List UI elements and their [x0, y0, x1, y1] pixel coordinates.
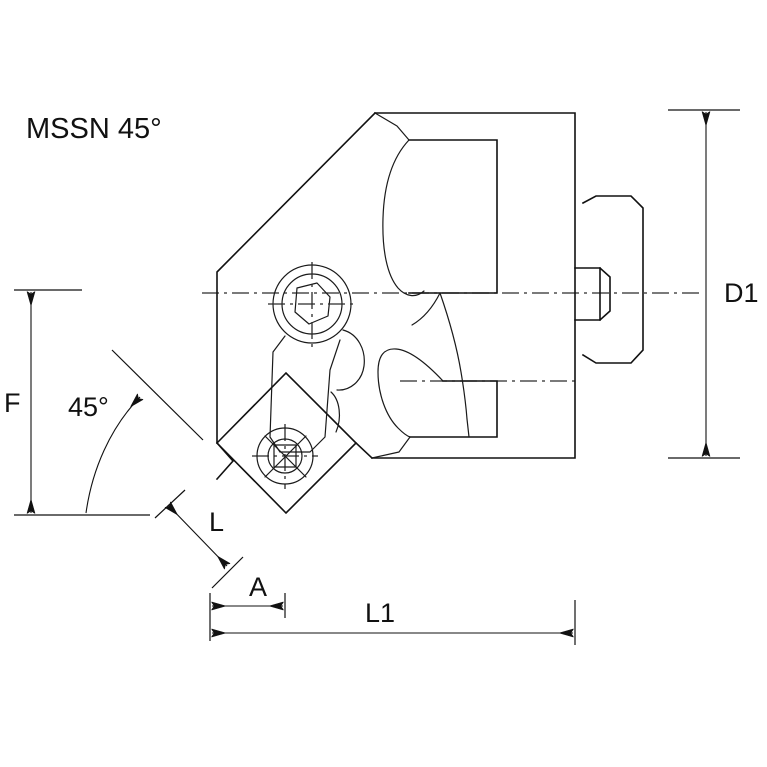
upper-pocket-rect: [408, 139, 498, 294]
lower-chip-pocket: [371, 348, 498, 459]
insert-socket-square: [273, 444, 297, 468]
clamp-screw-hex-socket: [294, 282, 331, 325]
clamp-screw-shank: [269, 335, 341, 453]
dimension-label-45deg: 45°: [68, 392, 109, 422]
dimension-angle-45: 45°: [68, 349, 204, 514]
dimension-label-a: A: [249, 572, 267, 602]
body-main-profile: [371, 112, 576, 459]
upper-pocket-radius-wall: [382, 139, 425, 297]
dimension-label-d1: D1: [724, 278, 759, 308]
insert-bore-outer: [256, 427, 314, 485]
dimension-label-l1: L1: [365, 598, 395, 628]
relief-curve-lower: [411, 292, 441, 326]
upper-pocket-inner-flank: [374, 112, 410, 141]
l-dim-line: [168, 505, 227, 566]
lower-pocket-rect: [409, 380, 498, 438]
dimension-f: F: [4, 289, 150, 516]
l-ext-upper: [154, 489, 186, 519]
pocket-relief-curves: [411, 292, 470, 438]
dimension-label-f: F: [4, 388, 21, 418]
centerlines-group: [202, 292, 700, 489]
dimension-d1: D1: [668, 109, 759, 459]
body-bottom-left-run: [354, 441, 374, 460]
dimension-l: L: [154, 489, 244, 589]
dimension-a: A: [209, 572, 286, 641]
lower-pocket-exit-chamfer: [371, 436, 411, 459]
relief-curve-upper: [439, 292, 468, 420]
dimension-label-l: L: [209, 507, 224, 537]
relief-vertical-break: [466, 418, 470, 438]
angle-arc: [85, 397, 140, 514]
insert-cross-b: [264, 435, 307, 478]
tool-body-outline: [215, 111, 576, 515]
dimension-l1: L1: [212, 598, 576, 645]
clamp-lever-lobe: [336, 329, 365, 391]
shank-drive-end: [574, 195, 644, 364]
square-insert: [256, 427, 314, 485]
angle-ref-line-diagonal: [111, 349, 204, 441]
clamp-lever-lower-lobe: [330, 391, 341, 433]
l-ext-lower: [211, 556, 244, 589]
lower-pocket-radius-wall: [377, 348, 444, 438]
shank-drive-flat: [574, 267, 611, 321]
shank-body-chamfered: [581, 195, 644, 364]
insert-seat-diamond: [215, 371, 358, 515]
clamp-screw-assembly: [268, 262, 365, 453]
drawing-title: MSSN 45°: [26, 113, 162, 145]
body-lower-left-chamfer: [215, 441, 235, 481]
upper-chip-pocket: [374, 112, 498, 297]
insert-bore-inner: [267, 438, 303, 474]
body-45deg-flank: [216, 111, 377, 444]
